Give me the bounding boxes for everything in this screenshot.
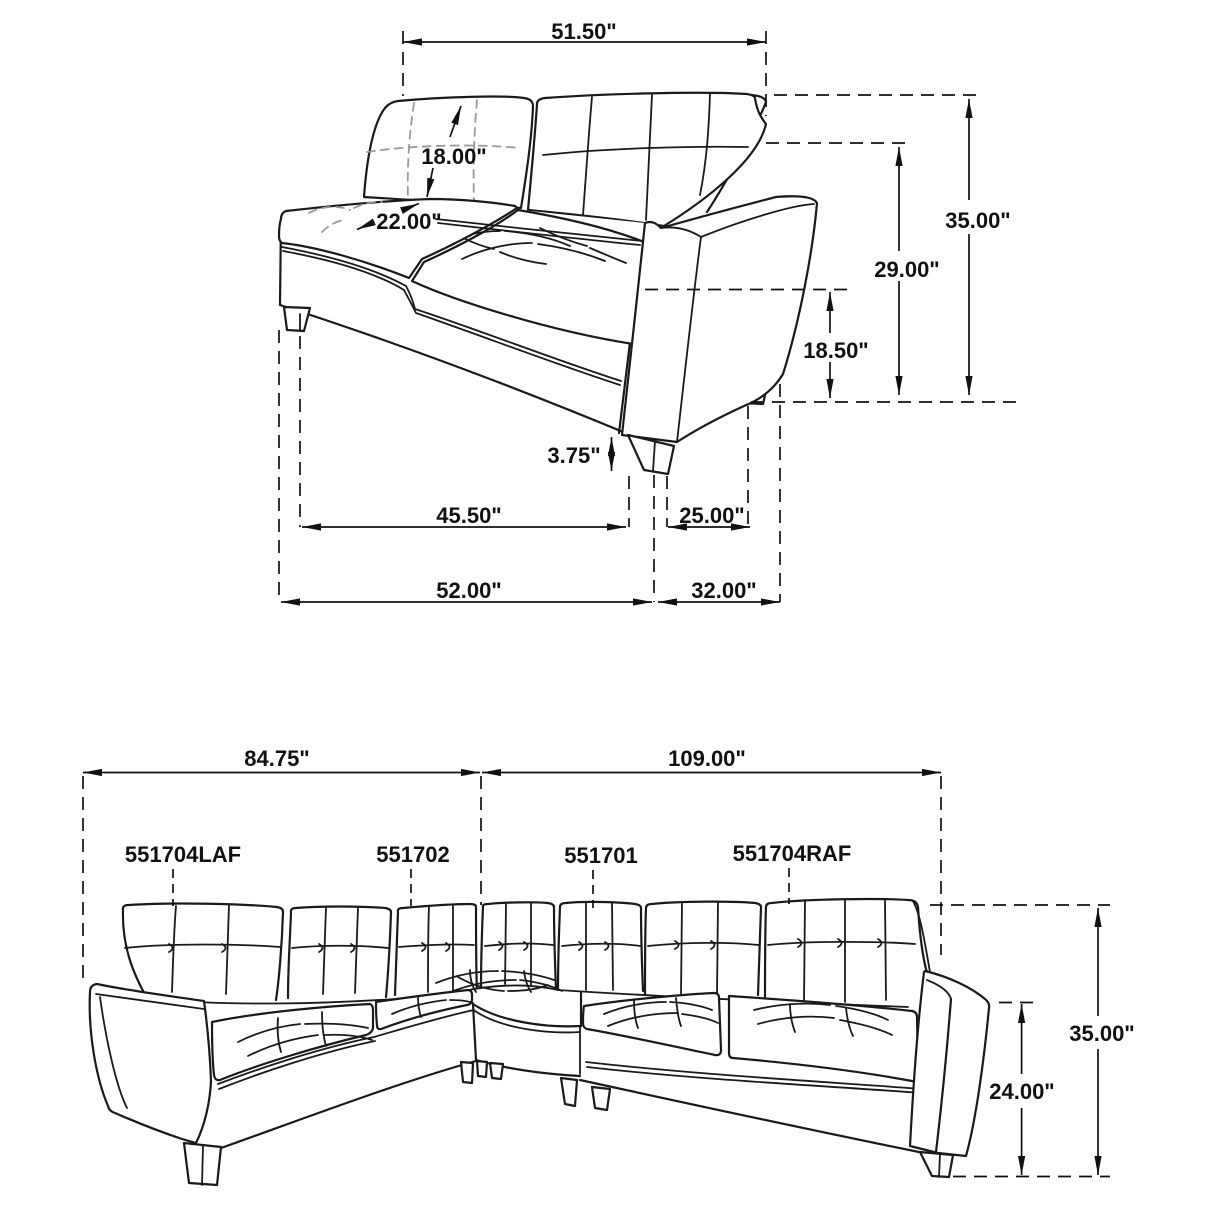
svg-text:35.00": 35.00" (945, 208, 1010, 233)
svg-text:551702: 551702 (376, 842, 449, 867)
svg-text:29.00": 29.00" (874, 257, 939, 282)
svg-text:18.00": 18.00" (421, 144, 486, 169)
svg-text:84.75": 84.75" (244, 746, 309, 771)
svg-text:22.00": 22.00" (376, 209, 441, 234)
svg-text:551701: 551701 (564, 843, 637, 868)
svg-text:45.50": 45.50" (436, 503, 501, 528)
svg-text:18.50": 18.50" (803, 338, 868, 363)
svg-text:51.50": 51.50" (551, 19, 616, 44)
svg-text:551704LAF: 551704LAF (125, 842, 241, 867)
svg-text:32.00": 32.00" (691, 578, 756, 603)
svg-text:35.00": 35.00" (1069, 1021, 1134, 1046)
svg-text:24.00": 24.00" (989, 1079, 1054, 1104)
svg-text:52.00": 52.00" (436, 578, 501, 603)
svg-text:551704RAF: 551704RAF (733, 841, 852, 866)
svg-text:25.00": 25.00" (679, 503, 744, 528)
svg-text:109.00": 109.00" (668, 746, 746, 771)
svg-text:3.75": 3.75" (547, 443, 600, 468)
